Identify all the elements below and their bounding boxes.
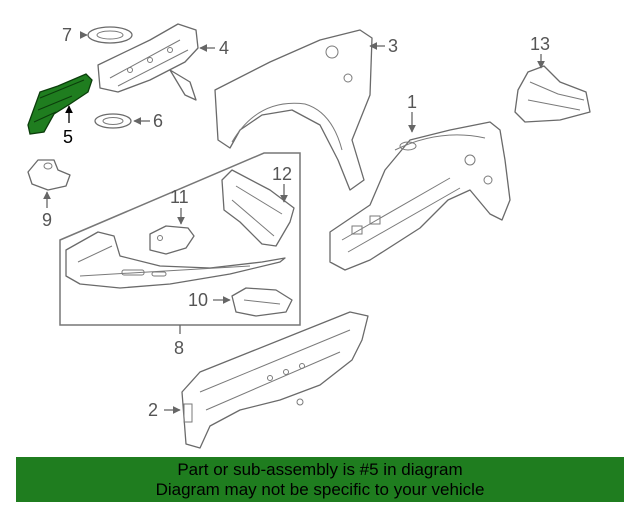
part-9-mount-bracket[interactable] bbox=[27, 159, 71, 191]
callout-1: 1 bbox=[407, 92, 417, 112]
part-2-lower-rail[interactable] bbox=[181, 311, 369, 449]
part-11-bracket[interactable] bbox=[149, 225, 195, 255]
part-8-inner-rail[interactable] bbox=[65, 231, 286, 289]
callout-3: 3 bbox=[388, 36, 398, 56]
banner-line-2: Diagram may not be specific to your vehi… bbox=[155, 480, 485, 499]
info-banner: Part or sub-assembly is #5 in diagram Di… bbox=[16, 457, 624, 502]
banner-line-1: Part or sub-assembly is #5 in diagram bbox=[177, 460, 463, 479]
part-1-front-rail-assembly[interactable] bbox=[329, 121, 511, 271]
parts-diagram: 7 4 5 6 3 13 bbox=[27, 23, 591, 449]
callout-5: 5 bbox=[63, 127, 73, 147]
callout-13: 13 bbox=[530, 34, 550, 54]
part-3-wheelhouse[interactable] bbox=[214, 29, 373, 191]
part-12-reinforcement[interactable] bbox=[221, 169, 295, 247]
callout-11: 11 bbox=[170, 187, 189, 207]
callout-8: 8 bbox=[174, 338, 184, 358]
callout-6: 6 bbox=[153, 111, 163, 131]
part-5-bracket-highlighted[interactable] bbox=[27, 73, 93, 135]
part-7-plug[interactable] bbox=[87, 26, 133, 44]
part-4-upper-rail[interactable] bbox=[97, 23, 199, 101]
callout-4: 4 bbox=[219, 38, 229, 58]
callout-2: 2 bbox=[148, 400, 158, 420]
part-8-subassembly-box bbox=[59, 152, 301, 326]
callout-9: 9 bbox=[42, 210, 52, 230]
part-13-bracket[interactable] bbox=[514, 65, 591, 123]
part-6-grommet[interactable] bbox=[94, 113, 132, 129]
callout-10: 10 bbox=[188, 290, 208, 310]
callout-7: 7 bbox=[62, 25, 72, 45]
callout-12: 12 bbox=[272, 164, 292, 184]
part-10-bracket[interactable] bbox=[231, 287, 293, 317]
